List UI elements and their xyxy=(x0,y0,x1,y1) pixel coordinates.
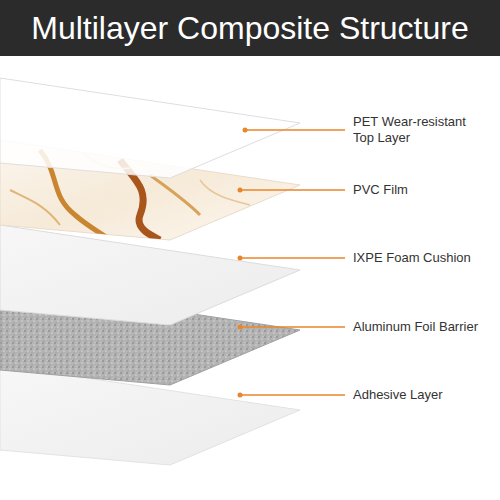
foam-layer xyxy=(0,225,300,325)
vein xyxy=(200,180,250,205)
leader-line xyxy=(240,326,345,328)
leader-line xyxy=(240,257,345,259)
layer-label: Aluminum Foil Barrier xyxy=(351,319,497,335)
leader-dot xyxy=(238,188,243,193)
layer-label: IXPE Foam Cushion xyxy=(351,250,495,266)
vein xyxy=(150,175,200,215)
layer-label: PVC Film xyxy=(351,182,495,198)
leader-line xyxy=(240,189,345,191)
leader-dot xyxy=(238,325,243,330)
title-banner: Multilayer Composite Structure xyxy=(0,0,500,56)
pet-layer xyxy=(0,78,300,178)
leader-line xyxy=(245,129,345,131)
leader-line xyxy=(240,394,345,396)
leader-dot xyxy=(238,256,243,261)
leader-dot xyxy=(238,393,243,398)
layer-label: PET Wear-resistant Top Layer xyxy=(351,114,480,146)
leader-dot xyxy=(243,128,248,133)
layer-label: Adhesive Layer xyxy=(351,387,495,403)
vein xyxy=(10,190,60,225)
